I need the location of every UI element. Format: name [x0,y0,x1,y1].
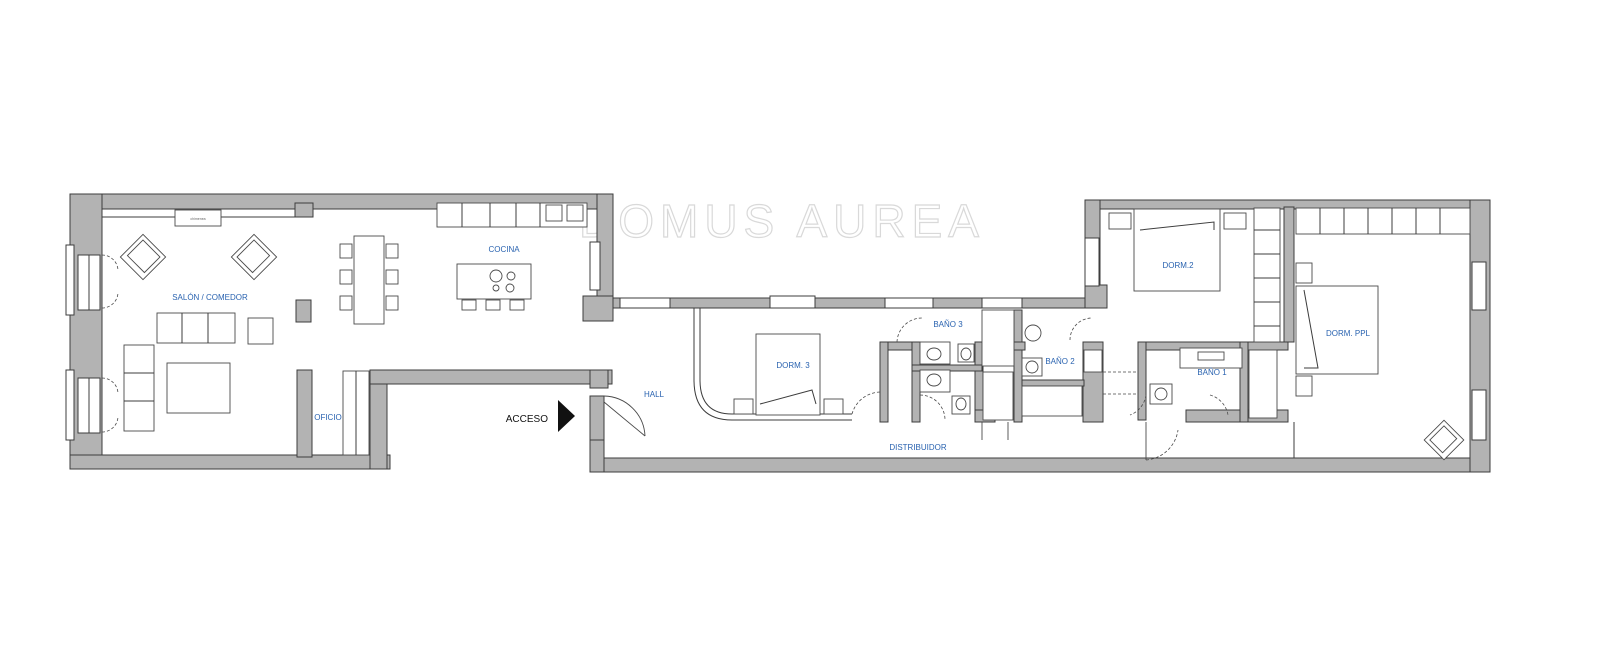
windows [65,237,1487,441]
label-bano2: BAÑO 2 [1045,357,1075,366]
label-bano1: BAÑO 1 [1197,368,1227,377]
label-cocina: COCINA [488,245,520,254]
label-bano3: BAÑO 3 [933,320,963,329]
dorm3-curved-wall [693,308,852,421]
bathrooms-fixtures [919,309,1278,421]
walls [69,193,1491,473]
label-hall: HALL [644,390,665,399]
entrance-arrow-icon [558,400,575,432]
oficio-furniture [342,370,370,456]
label-distribuidor: DISTRIBUIDOR [889,443,947,452]
label-oficio: OFICIO [314,413,342,422]
watermark: DOMUS AUREA [579,195,985,247]
salon-furniture: chimenea [102,209,399,432]
label-salon-comedor: SALÓN / COMEDOR [172,293,248,302]
svg-text:chimenea: chimenea [190,217,205,221]
kitchen-furniture [436,202,588,311]
doors [101,254,1229,461]
label-dorm3: DORM. 3 [776,361,810,370]
label-acceso: ACCESO [506,414,548,425]
dorm2-furniture [1108,207,1281,343]
dorm3-furniture [733,333,844,416]
label-dorm-ppl: DORM. PPL [1326,329,1371,338]
label-dorm2: DORM.2 [1162,261,1194,270]
dormppl-furniture [1293,207,1471,461]
